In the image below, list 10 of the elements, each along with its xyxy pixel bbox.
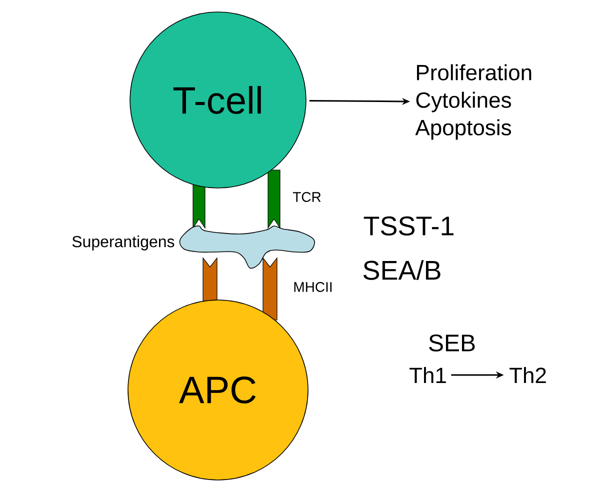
superantigens-label: Superantigens	[72, 236, 174, 250]
cell-type-label: Th2	[510, 367, 546, 383]
toxin-label: TSST-1	[364, 216, 454, 236]
cell-type-label: Th1	[410, 367, 446, 383]
outcome-list: Proliferation Cytokines Apoptosis	[415, 64, 532, 140]
toxin-label: SEB	[429, 334, 475, 352]
toxin-label: SEA/B	[363, 260, 440, 280]
receptor-label: TCR	[292, 192, 321, 202]
receptor-label: MHCII	[294, 282, 332, 292]
superantigen-blob	[179, 226, 315, 269]
